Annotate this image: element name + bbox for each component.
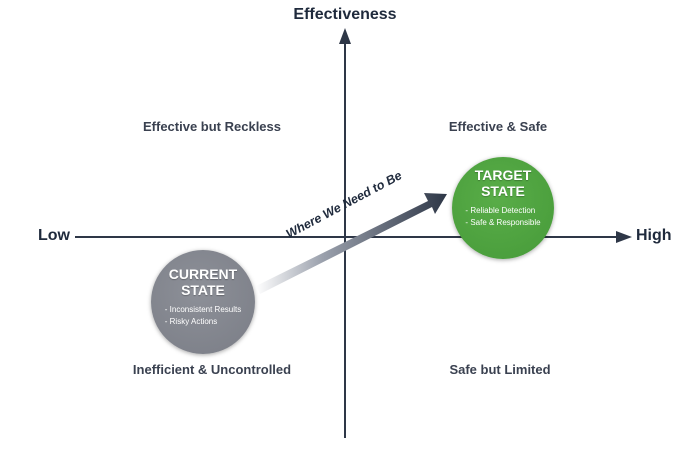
current-state-title-line1: CURRENT	[168, 266, 238, 282]
target-state-item: Reliable Detection	[465, 205, 540, 217]
target-state-item: Safe & Responsible	[465, 217, 540, 229]
current-state-items: Inconsistent Results Risky Actions	[165, 304, 242, 328]
quadrant-top-left-label: Effective but Reckless	[142, 119, 282, 134]
x-axis-low-label: Low	[38, 227, 70, 244]
target-state-title-line2: STATE	[481, 183, 525, 199]
current-state-item: Inconsistent Results	[165, 304, 242, 316]
target-state-title: TARGET STATE	[475, 167, 532, 199]
current-state-title: CURRENT STATE	[169, 266, 237, 298]
current-state-circle: CURRENT STATE Inconsistent Results Risky…	[151, 250, 255, 354]
transition-arrow-shape	[256, 193, 447, 294]
x-axis-high-label: High	[636, 227, 672, 244]
target-state-items: Reliable Detection Safe & Responsible	[465, 205, 540, 229]
quadrant-bottom-right-label: Safe but Limited	[449, 362, 551, 377]
x-axis-arrowhead	[616, 231, 632, 243]
y-axis-arrowhead	[339, 28, 351, 44]
y-axis-title: Effectiveness	[293, 6, 397, 23]
quadrant-bottom-left-label: Inefficient & Uncontrolled	[132, 362, 292, 377]
target-state-title-line1: TARGET	[474, 167, 532, 183]
current-state-item: Risky Actions	[165, 316, 241, 328]
quadrant-top-right-label: Effective & Safe	[448, 119, 548, 134]
target-state-circle: TARGET STATE Reliable Detection Safe & R…	[452, 157, 554, 259]
current-state-title-line2: STATE	[181, 282, 225, 298]
